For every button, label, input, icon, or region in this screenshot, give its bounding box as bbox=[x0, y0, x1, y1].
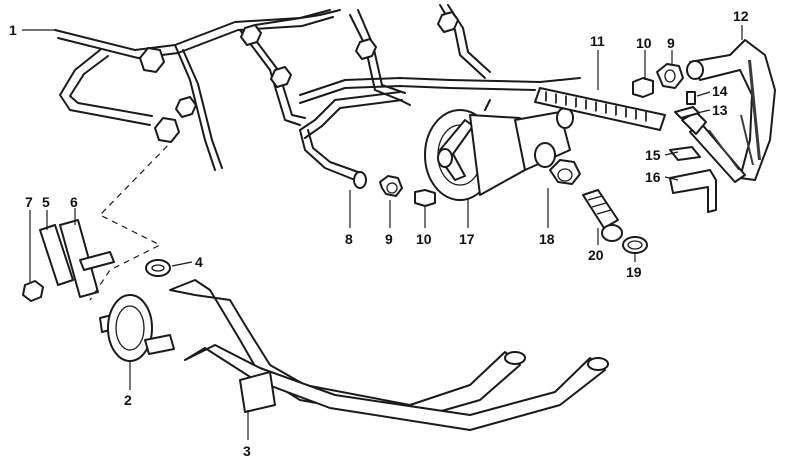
callout-10-right: 10 bbox=[636, 35, 652, 51]
callout-15: 15 bbox=[645, 147, 661, 163]
callout-4: 4 bbox=[195, 254, 203, 270]
pipe-3 bbox=[169, 279, 609, 431]
dashed-guides bbox=[89, 137, 176, 301]
clamp-4 bbox=[145, 259, 171, 277]
nut-and-sleeve-left bbox=[379, 175, 436, 207]
callout-12: 12 bbox=[733, 8, 749, 24]
callout-8: 8 bbox=[345, 231, 353, 247]
vacuum-unit bbox=[424, 99, 574, 201]
callout-2: 2 bbox=[124, 392, 132, 408]
leader-lines bbox=[22, 25, 743, 440]
callout-14: 14 bbox=[712, 83, 728, 99]
bracket-assembly bbox=[22, 219, 115, 302]
adapter-assembly bbox=[549, 159, 648, 254]
callout-9-right: 9 bbox=[667, 35, 675, 51]
callout-19: 19 bbox=[626, 264, 642, 280]
nut-and-sleeve-right bbox=[632, 63, 684, 98]
callout-18: 18 bbox=[539, 231, 555, 247]
callout-17: 17 bbox=[459, 231, 475, 247]
hose-12 bbox=[681, 39, 776, 183]
callout-16: 16 bbox=[645, 169, 661, 185]
valve-2 bbox=[99, 294, 175, 362]
callout-20: 20 bbox=[588, 247, 604, 263]
callout-5: 5 bbox=[42, 194, 50, 210]
callout-1: 1 bbox=[9, 22, 17, 38]
small-hardware bbox=[669, 91, 717, 213]
callout-7: 7 bbox=[25, 194, 33, 210]
callout-11: 11 bbox=[590, 33, 605, 49]
pipe-bundle bbox=[54, 4, 581, 189]
callout-10-left: 10 bbox=[416, 231, 432, 247]
callout-9-left: 9 bbox=[385, 231, 393, 247]
hose-11 bbox=[534, 87, 666, 131]
callout-3: 3 bbox=[243, 443, 251, 459]
callouts: 1 2 3 4 5 6 7 8 9 10 17 18 20 19 11 10 9… bbox=[9, 8, 749, 459]
callout-6: 6 bbox=[70, 194, 78, 210]
callout-13: 13 bbox=[712, 102, 728, 118]
